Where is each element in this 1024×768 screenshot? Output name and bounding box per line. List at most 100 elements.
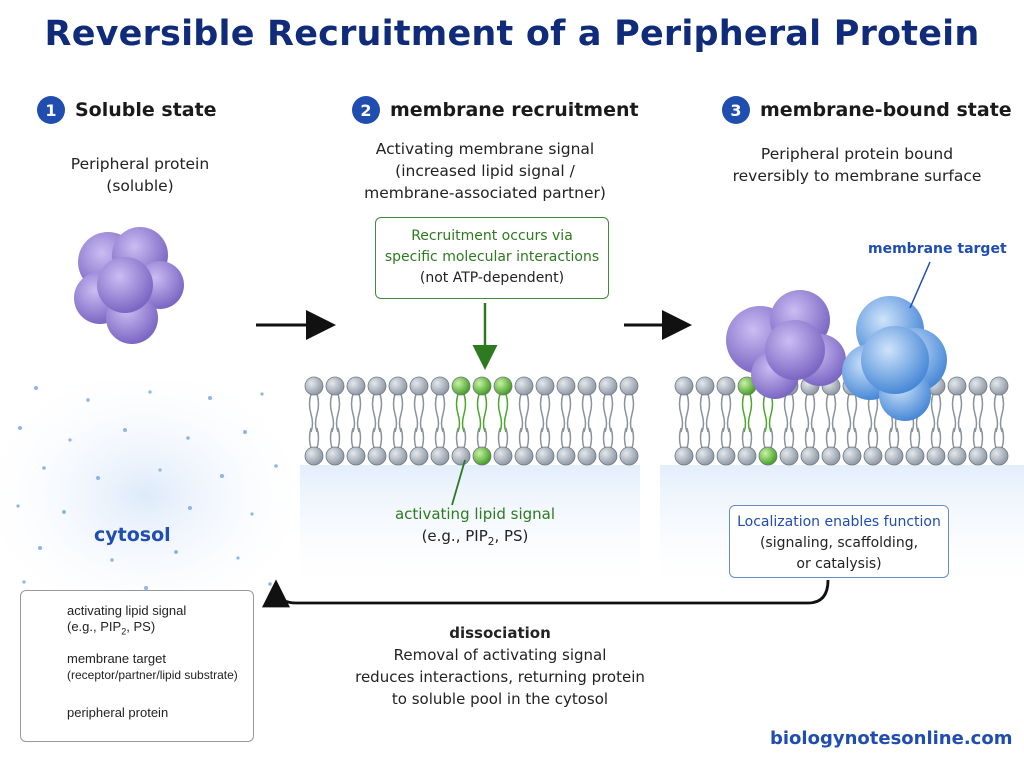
lipid-head [325, 376, 345, 396]
legend: activating lipid signal (e.g., PIP2, PS)… [20, 590, 254, 742]
dissociation-line2: reduces interactions, returning protein [355, 668, 645, 686]
lipid-signal-label-text: activating lipid signal [394, 505, 556, 523]
peripheral-protein-bound [726, 290, 846, 399]
panel3-caption-line1: Peripheral protein bound [760, 145, 954, 163]
dissociation-text: dissociation Removal of activating signa… [340, 622, 660, 710]
step-3-label: membrane-bound state [760, 99, 1012, 121]
dissociation-heading: dissociation [449, 624, 551, 642]
lipid-head [325, 446, 345, 466]
peripheral-protein-soluble [74, 227, 184, 344]
panel1-caption: Peripheral protein (soluble) [40, 153, 240, 197]
panel3-caption: Peripheral protein bound reversibly to m… [722, 143, 992, 187]
step-2-label: membrane recruitment [390, 99, 639, 121]
lipid-head [367, 446, 387, 466]
lipid-signal-label: activating lipid signal (e.g., PIP2, PS) [380, 503, 570, 553]
dissociation-arrow [262, 579, 830, 608]
lipid-head [716, 446, 736, 466]
lipid-head [716, 376, 736, 396]
lipid-head [577, 376, 597, 396]
localization-note-line2: (signaling, scaffolding, [759, 535, 919, 551]
lipid-head [989, 446, 1009, 466]
step-2-header: 2 membrane recruitment [352, 96, 639, 124]
lipid-head [346, 446, 366, 466]
lipid-head [695, 446, 715, 466]
lipid-head [842, 446, 862, 466]
lipid-head [514, 446, 534, 466]
lipid-head [556, 376, 576, 396]
membrane-target-protein [842, 296, 947, 421]
lipid-head [598, 446, 618, 466]
membrane-bilayer-panel2 [304, 376, 639, 466]
recruitment-note-box: Recruitment occurs via specific molecula… [375, 217, 609, 299]
lipid-head [493, 446, 513, 466]
lipid-head [884, 446, 904, 466]
step-1-header: 1 Soluble state [37, 96, 217, 124]
step-2-badge: 2 [352, 96, 380, 124]
lipid-head [388, 376, 408, 396]
recruitment-note-line2: specific molecular interactions [384, 249, 600, 265]
lipid-head [989, 376, 1009, 396]
lipid-head [556, 446, 576, 466]
recruitment-note-line3: (not ATP-dependent) [419, 270, 565, 286]
step-1-badge: 1 [37, 96, 65, 124]
target-pointer [909, 261, 931, 309]
panel2-caption: Activating membrane signal (increased li… [350, 138, 620, 204]
site-credit: biologynotesonline.com [770, 728, 1013, 749]
lipid-signal-example: (e.g., PIP2, PS) [421, 527, 529, 548]
dissociation-line3: to soluble pool in the cytosol [391, 690, 609, 708]
lipid-head [779, 446, 799, 466]
lipid-head [863, 446, 883, 466]
lipid-head [535, 376, 555, 396]
lipid-head [430, 376, 450, 396]
panel2-caption-line3: membrane-associated partner) [364, 184, 606, 202]
membrane-target-label: membrane target [868, 241, 1007, 257]
localization-note-line3: or catalysis) [796, 556, 882, 572]
lipid-head [409, 376, 429, 396]
lipid-head [821, 446, 841, 466]
legend-lipid-line2: (e.g., PIP2, PS) [67, 619, 156, 637]
legend-item-lipid: activating lipid signal (e.g., PIP2, PS) [67, 603, 186, 640]
localization-note-box: Localization enables function (signaling… [729, 505, 949, 578]
panel1-caption-line2: (soluble) [106, 177, 174, 195]
panel3-caption-line2: reversibly to membrane surface [732, 167, 982, 185]
lipid-head [577, 446, 597, 466]
localization-note-line1: Localization enables function [737, 514, 941, 530]
cytosol-region [0, 380, 290, 610]
lipid-pointer [451, 459, 466, 506]
recruitment-note-line1: Recruitment occurs via [411, 228, 573, 244]
lipid-head [695, 376, 715, 396]
activating-lipid-head [451, 376, 471, 396]
lipid-head [304, 446, 324, 466]
lipid-head [905, 446, 925, 466]
lipid-head [367, 376, 387, 396]
lipid-head [968, 376, 988, 396]
lipid-head [968, 446, 988, 466]
legend-lipid-line1: activating lipid signal [67, 603, 187, 618]
lipid-head [409, 446, 429, 466]
lipid-head [758, 446, 778, 466]
page-title: Reversible Recruitment of a Peripheral P… [44, 14, 980, 54]
lipid-head [800, 446, 820, 466]
legend-target-line1: membrane target [67, 651, 166, 666]
panel2-caption-line2: (increased lipid signal / [395, 162, 575, 180]
dissociation-line1: Removal of activating signal [393, 646, 607, 664]
lipid-head [674, 446, 694, 466]
lipid-head [674, 376, 694, 396]
activating-lipid-head [472, 376, 492, 396]
lipid-head [926, 446, 946, 466]
lipid-head [304, 376, 324, 396]
lipid-head [346, 376, 366, 396]
lipid-head [451, 446, 471, 466]
lipid-head [472, 446, 492, 466]
lipid-head [430, 446, 450, 466]
legend-item-protein: peripheral protein [67, 705, 168, 721]
step-1-label: Soluble state [75, 99, 217, 121]
legend-target-line2: (receptor/partner/lipid substrate) [67, 668, 238, 682]
legend-item-target: membrane target (receptor/partner/lipid … [67, 651, 238, 683]
step-3-badge: 3 [722, 96, 750, 124]
lipid-head [619, 376, 639, 396]
lipid-head [514, 376, 534, 396]
lipid-head [737, 446, 757, 466]
lipid-head [947, 446, 967, 466]
panel1-caption-line1: Peripheral protein [70, 155, 210, 173]
